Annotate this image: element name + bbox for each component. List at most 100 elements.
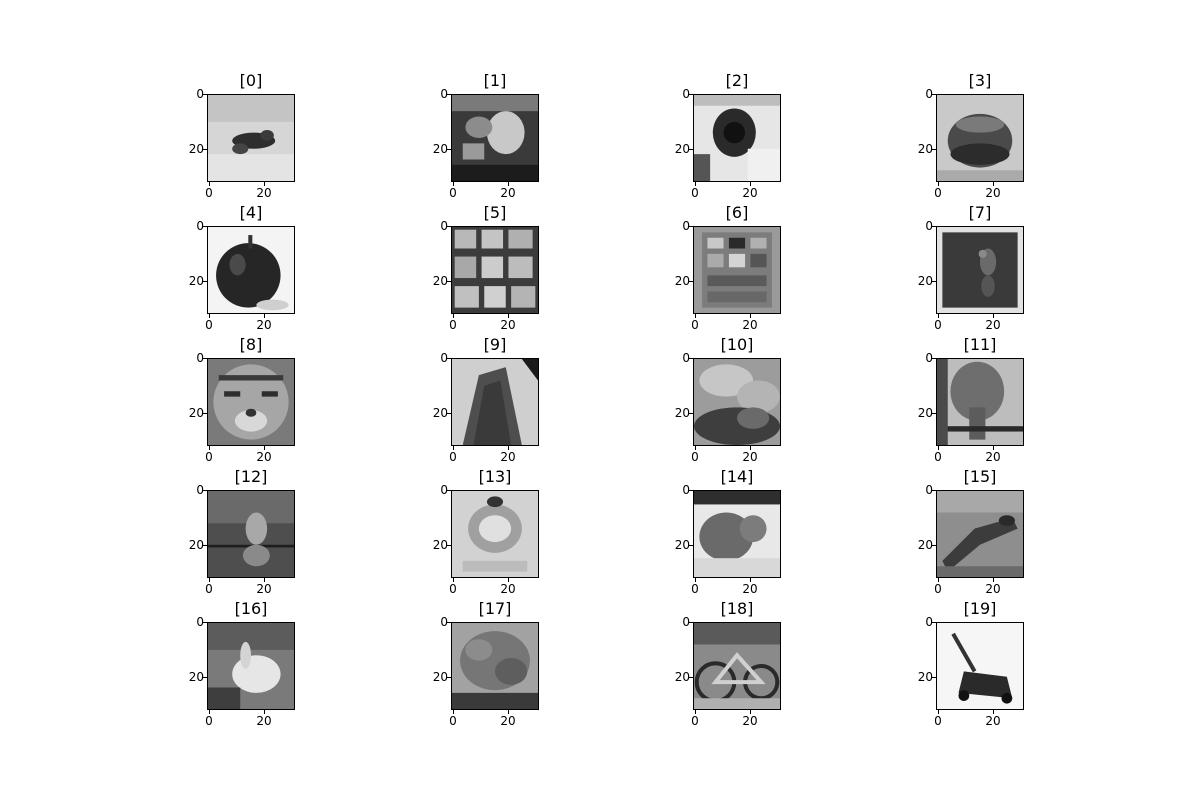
- x-tick-label: 0: [691, 318, 699, 332]
- y-tick-mark: [689, 490, 693, 491]
- x-tick-mark: [993, 314, 994, 318]
- image-cat-on-ledge: [451, 94, 539, 182]
- y-tick-mark: [447, 358, 451, 359]
- y-tick-label: 20: [917, 670, 933, 684]
- image-clouds: [693, 358, 781, 446]
- y-tick-label: 0: [925, 615, 933, 629]
- y-tick-label: 0: [925, 351, 933, 365]
- y-tick-label: 0: [682, 615, 690, 629]
- x-tick-label: 20: [742, 186, 758, 200]
- x-tick-label: 0: [934, 318, 942, 332]
- x-tick-label: 20: [256, 318, 272, 332]
- x-tick-label: 0: [449, 318, 457, 332]
- y-tick-mark: [932, 622, 936, 623]
- x-tick-mark: [993, 182, 994, 186]
- x-tick-mark: [695, 182, 696, 186]
- subplot-title: [15]: [963, 467, 997, 486]
- x-tick-mark: [264, 182, 265, 186]
- x-tick-mark: [750, 446, 751, 450]
- y-tick-mark: [932, 94, 936, 95]
- image-animal-in-grass: [207, 490, 295, 578]
- y-tick-label: 0: [440, 351, 448, 365]
- x-tick-label: 0: [449, 714, 457, 728]
- y-tick-mark: [447, 413, 451, 414]
- x-tick-mark: [695, 446, 696, 450]
- x-tick-mark: [209, 182, 210, 186]
- x-tick-mark: [750, 314, 751, 318]
- y-tick-mark: [932, 149, 936, 150]
- y-tick-mark: [932, 677, 936, 678]
- y-tick-label: 20: [917, 142, 933, 156]
- x-tick-mark: [209, 314, 210, 318]
- subplot-18: [18] 0 20 0 20: [650, 600, 790, 728]
- y-tick-mark: [203, 226, 207, 227]
- y-tick-label: 0: [682, 483, 690, 497]
- y-tick-label: 0: [196, 87, 204, 101]
- image-wardrobe: [693, 226, 781, 314]
- subplot-title: [18]: [720, 599, 754, 618]
- subplot-11: [11] 0 20 0 20: [893, 336, 1033, 464]
- y-tick-mark: [932, 226, 936, 227]
- y-tick-mark: [447, 281, 451, 282]
- y-tick-mark: [689, 226, 693, 227]
- subplot-10: [10] 0 20 0 20: [650, 336, 790, 464]
- x-tick-label: 20: [742, 318, 758, 332]
- x-tick-label: 0: [934, 186, 942, 200]
- y-tick-label: 20: [674, 406, 690, 420]
- y-tick-label: 0: [196, 483, 204, 497]
- x-tick-mark: [750, 710, 751, 714]
- x-tick-mark: [695, 314, 696, 318]
- subplot-4: [4] 0 20 0 20: [164, 204, 304, 332]
- x-tick-label: 0: [205, 186, 213, 200]
- subplot-5: [5] 0 20 0 20: [408, 204, 548, 332]
- x-tick-mark: [508, 710, 509, 714]
- x-tick-label: 0: [691, 582, 699, 596]
- x-tick-mark: [264, 314, 265, 318]
- y-tick-mark: [203, 622, 207, 623]
- y-tick-mark: [689, 545, 693, 546]
- y-tick-mark: [203, 149, 207, 150]
- x-tick-label: 20: [500, 450, 516, 464]
- subplot-9: [9] 0 20 0 20: [408, 336, 548, 464]
- image-dark-flower: [693, 94, 781, 182]
- y-tick-label: 0: [196, 351, 204, 365]
- x-tick-label: 20: [500, 582, 516, 596]
- y-tick-mark: [203, 94, 207, 95]
- y-tick-label: 0: [682, 219, 690, 233]
- subplot-title: [3]: [968, 71, 992, 90]
- y-tick-label: 0: [440, 483, 448, 497]
- y-tick-label: 20: [188, 670, 204, 684]
- y-tick-mark: [447, 226, 451, 227]
- x-tick-mark: [938, 446, 939, 450]
- x-tick-label: 20: [985, 318, 1001, 332]
- y-tick-label: 0: [925, 219, 933, 233]
- x-tick-label: 20: [256, 450, 272, 464]
- x-tick-label: 0: [205, 582, 213, 596]
- x-tick-label: 20: [985, 186, 1001, 200]
- y-tick-mark: [689, 94, 693, 95]
- x-tick-mark: [453, 446, 454, 450]
- subplot-title: [9]: [483, 335, 507, 354]
- y-tick-mark: [689, 677, 693, 678]
- y-tick-label: 20: [432, 670, 448, 684]
- y-tick-label: 0: [440, 615, 448, 629]
- subplot-title: [0]: [239, 71, 263, 90]
- x-tick-mark: [993, 578, 994, 582]
- y-tick-mark: [203, 358, 207, 359]
- x-tick-mark: [264, 710, 265, 714]
- image-insect-dark-frame: [936, 226, 1024, 314]
- x-tick-mark: [453, 578, 454, 582]
- y-tick-label: 0: [440, 219, 448, 233]
- subplot-8: [8] 0 20 0 20: [164, 336, 304, 464]
- x-tick-mark: [938, 314, 939, 318]
- subplot-title: [16]: [234, 599, 268, 618]
- y-tick-label: 20: [188, 406, 204, 420]
- subplot-title: [7]: [968, 203, 992, 222]
- x-tick-label: 20: [742, 582, 758, 596]
- y-tick-mark: [689, 358, 693, 359]
- x-tick-mark: [508, 314, 509, 318]
- x-tick-label: 0: [934, 582, 942, 596]
- y-tick-mark: [689, 413, 693, 414]
- subplot-title: [8]: [239, 335, 263, 354]
